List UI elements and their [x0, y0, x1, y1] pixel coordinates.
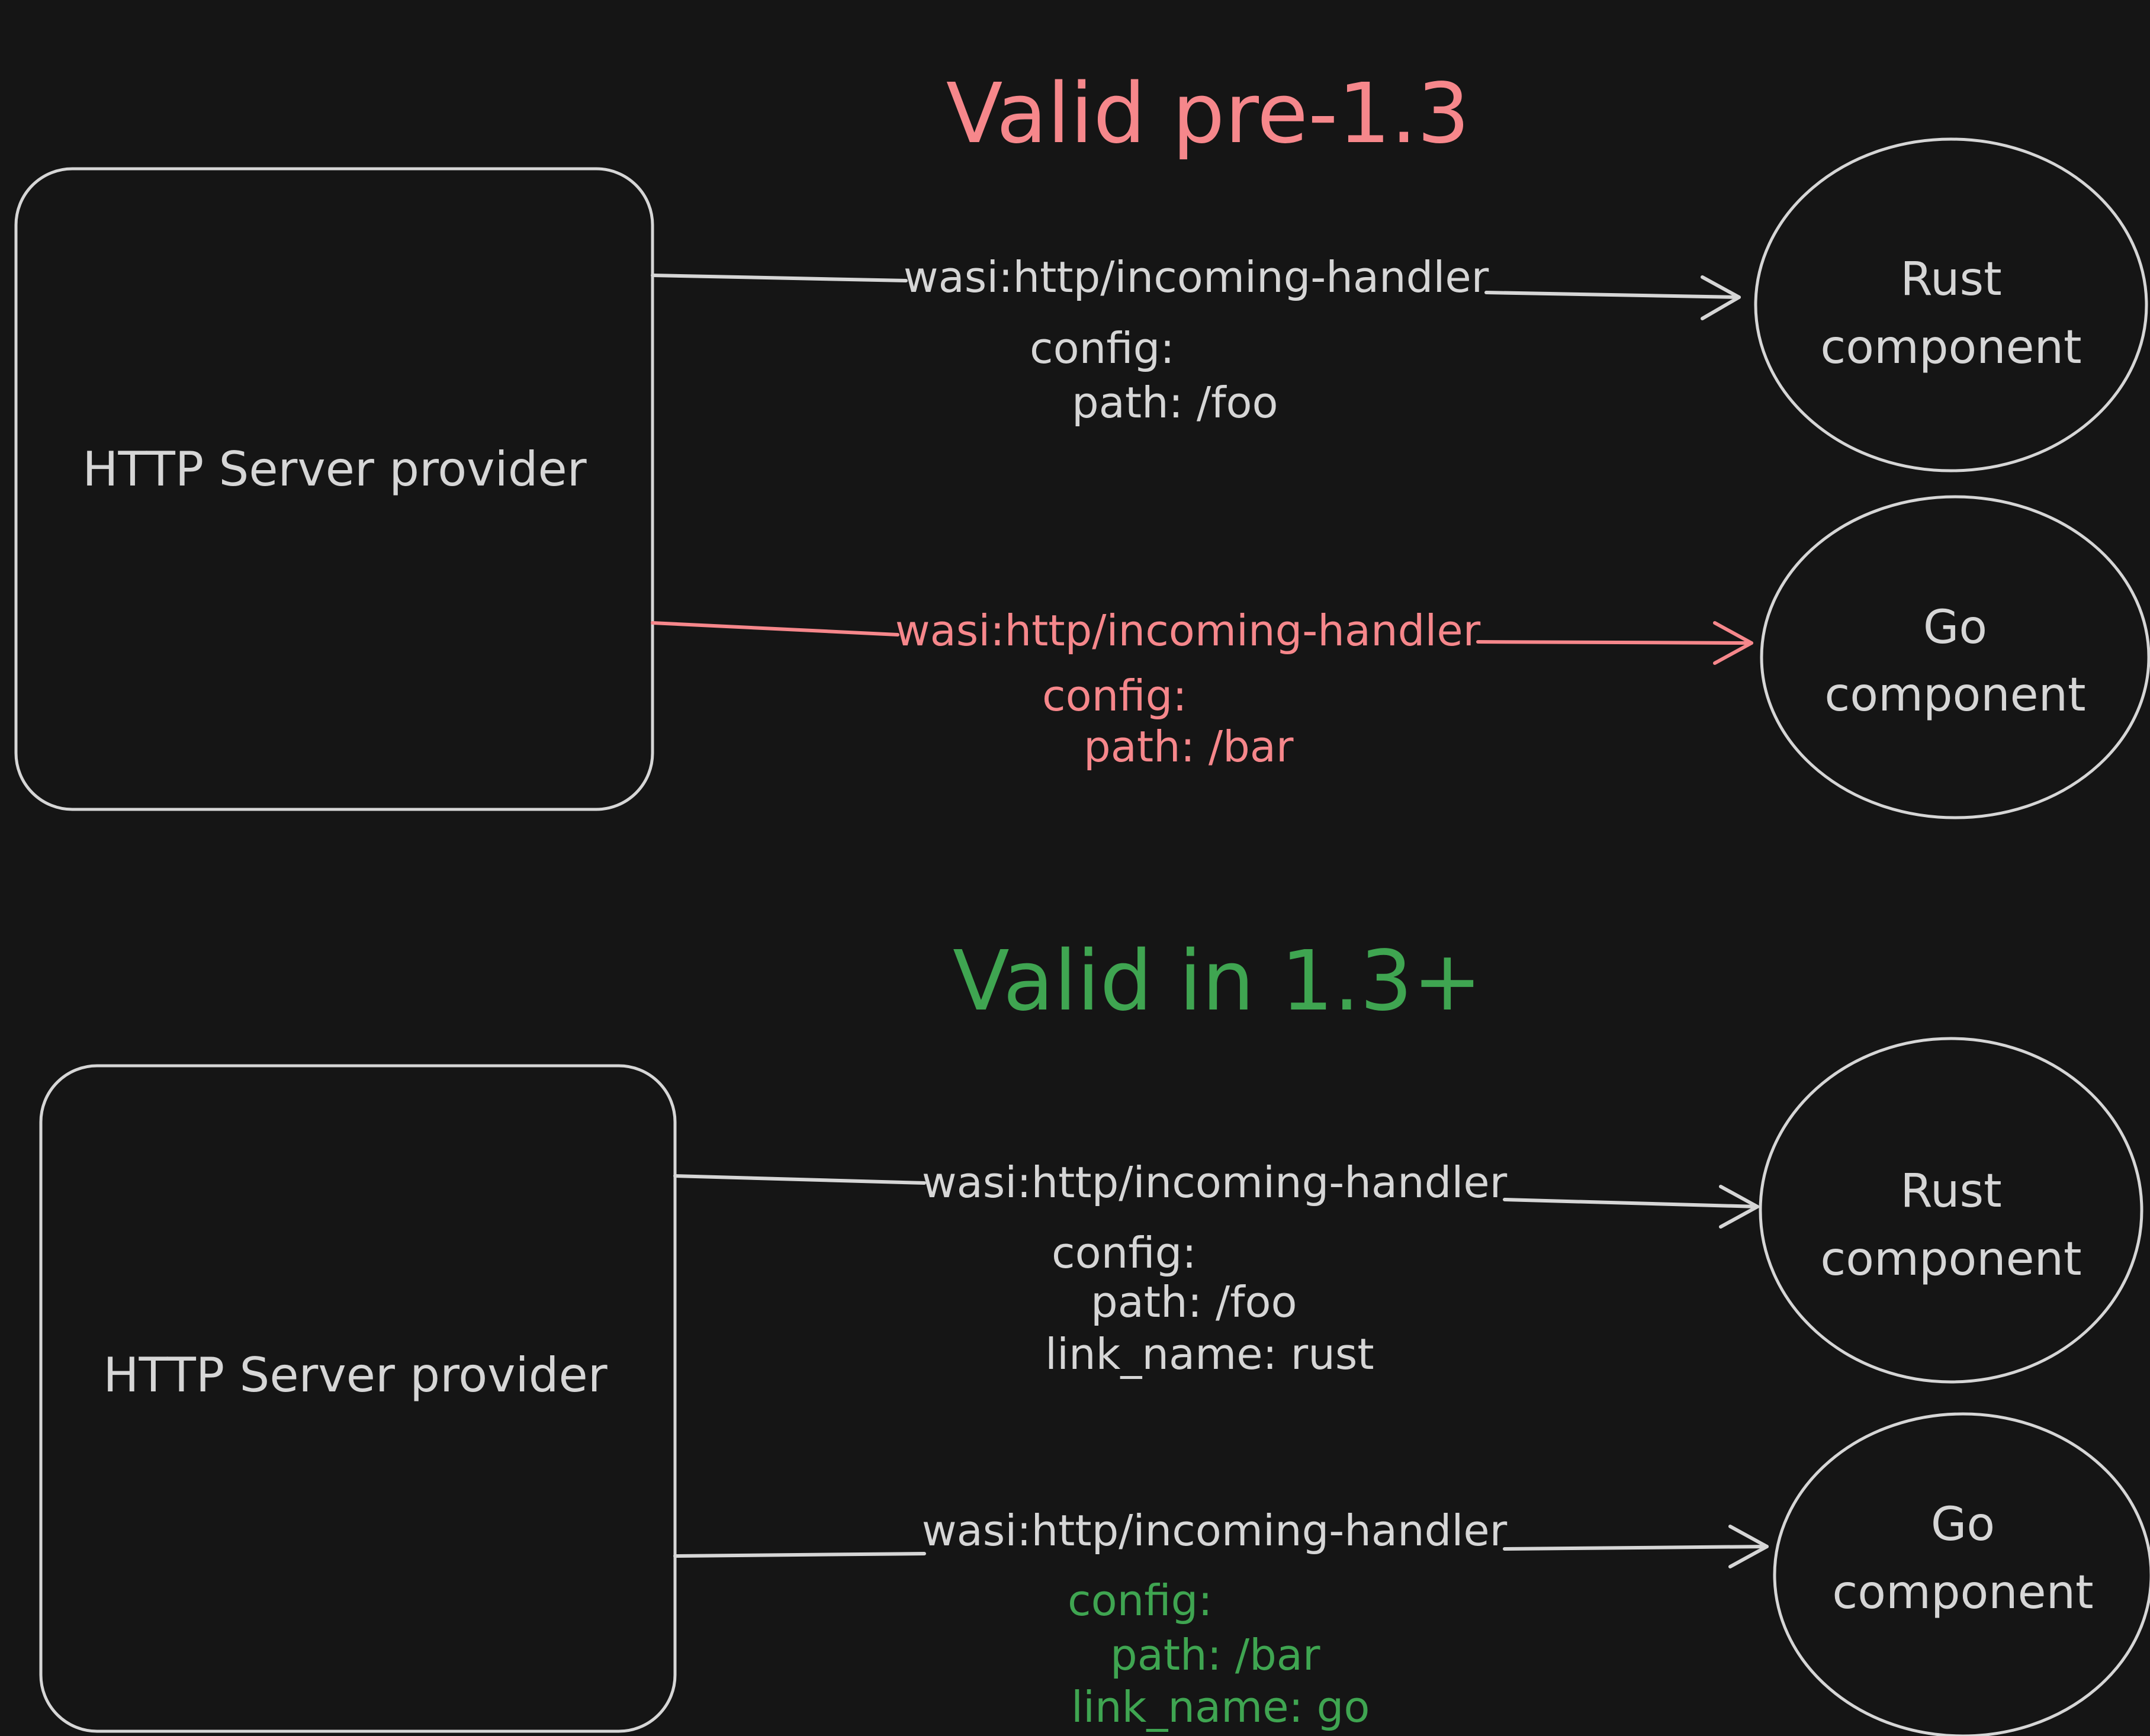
arrowhead-post-rust	[1719, 1185, 1759, 1229]
interface-label-post-rust: wasi:http/incoming-handler	[922, 1158, 1508, 1207]
rust-component-label-line1-post: Rust	[1900, 1165, 2001, 1218]
link-line-post-rust-left	[673, 1174, 926, 1185]
section-title-pre13: Valid pre-1.3	[946, 66, 1470, 162]
go-component-label-line2-post: component	[1832, 1566, 2093, 1619]
arrowhead-post-go	[1728, 1525, 1769, 1568]
arrowhead-pre-rust	[1701, 275, 1741, 320]
section-title-13plus: Valid in 1.3+	[953, 933, 1482, 1030]
provider-label-pre: HTTP Server provider	[82, 442, 586, 497]
provider-label-post: HTTP Server provider	[103, 1348, 607, 1403]
go-component-circle-pre	[1760, 495, 2150, 819]
go-component-label-line2-pre: component	[1824, 668, 2085, 722]
interface-label-pre-go: wasi:http/incoming-handler	[895, 606, 1481, 655]
config-path-post-go: path: /bar	[1110, 1630, 1320, 1680]
provider-box-pre	[14, 167, 654, 811]
provider-box-post	[39, 1064, 677, 1733]
interface-label-pre-rust: wasi:http/incoming-handler	[904, 252, 1489, 302]
go-component-label-line1-post: Go	[1931, 1498, 1995, 1551]
rust-component-label-line2-pre: component	[1820, 321, 2081, 374]
rust-component-label-line2-post: component	[1820, 1233, 2081, 1286]
config-linkname-post-go: link_name: go	[1071, 1682, 1370, 1732]
config-path-pre-rust: path: /foo	[1072, 378, 1278, 427]
rust-component-label-line1-pre: Rust	[1900, 253, 2001, 306]
config-path-post-rust: path: /foo	[1091, 1277, 1297, 1327]
link-line-post-rust-right	[1503, 1198, 1759, 1208]
rust-component-circle-post	[1759, 1037, 2143, 1384]
link-line-pre-rust-left	[651, 274, 908, 282]
config-label-pre-rust: config:	[1030, 323, 1175, 373]
link-line-post-go-right	[1503, 1545, 1769, 1551]
config-label-post-rust: config:	[1052, 1228, 1197, 1278]
rust-component-circle-pre	[1754, 137, 2148, 472]
arrowhead-pre-go	[1713, 621, 1753, 665]
link-line-pre-go-left	[651, 621, 899, 636]
go-component-label-line1-pre: Go	[1923, 601, 1987, 654]
link-line-post-go-left	[673, 1552, 926, 1558]
link-line-pre-go-right	[1476, 640, 1753, 645]
interface-label-post-go: wasi:http/incoming-handler	[922, 1506, 1508, 1555]
config-path-pre-go: path: /bar	[1084, 722, 1294, 771]
config-label-pre-go: config:	[1042, 671, 1187, 721]
config-linkname-post-rust: link_name: rust	[1045, 1329, 1374, 1379]
link-line-pre-rust-right	[1484, 291, 1741, 299]
config-label-post-go: config:	[1068, 1576, 1213, 1625]
go-component-circle-post	[1773, 1412, 2150, 1736]
